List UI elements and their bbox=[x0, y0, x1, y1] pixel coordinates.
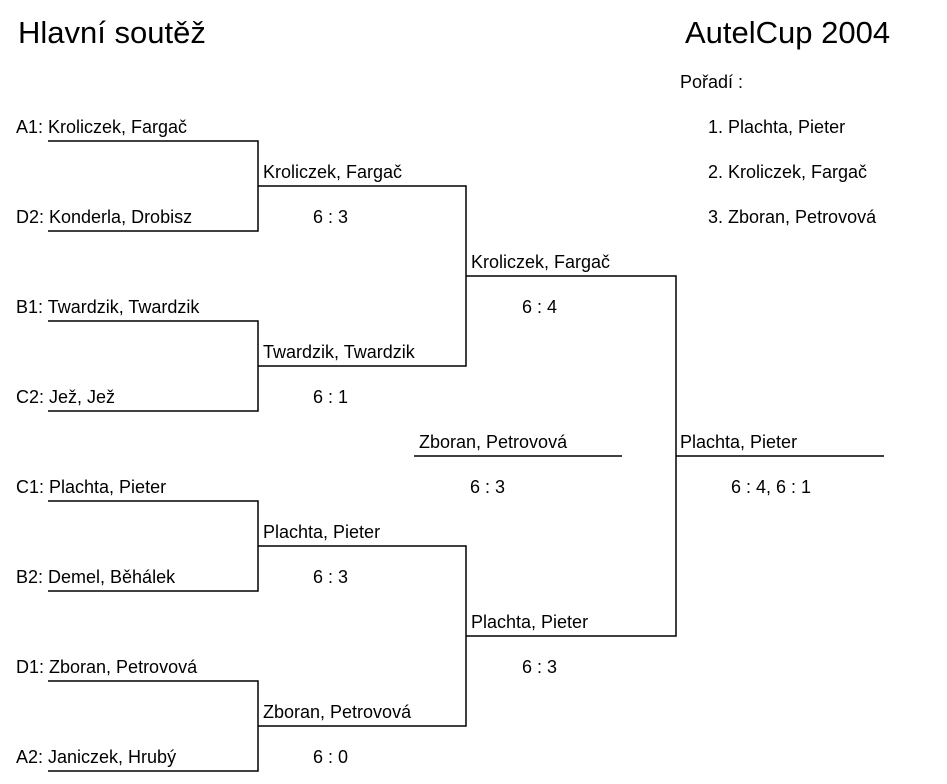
third-place-winner: Zboran, Petrovová bbox=[419, 432, 568, 452]
sf-score: 6 : 4 bbox=[522, 297, 558, 317]
entry-r1: B2: Demel, Běhálek bbox=[16, 567, 176, 587]
entry-r1: D2: Konderla, Drobisz bbox=[16, 207, 193, 227]
qf-winner: Plachta, Pieter bbox=[263, 522, 381, 542]
third-place-score: 6 : 3 bbox=[470, 477, 506, 497]
entry-r1: D1: Zboran, Petrovová bbox=[16, 657, 198, 677]
qf-score: 6 : 3 bbox=[313, 567, 349, 587]
final-winner: Plachta, Pieter bbox=[680, 432, 798, 452]
qf-winner: Twardzik, Twardzik bbox=[263, 342, 415, 362]
sf-winner: Kroliczek, Fargač bbox=[471, 252, 611, 272]
ranking-item: 1. Plachta, Pieter bbox=[708, 117, 846, 137]
qf-score: 6 : 0 bbox=[313, 747, 349, 767]
final-score: 6 : 4, 6 : 1 bbox=[731, 477, 812, 497]
event-title: AutelCup 2004 bbox=[685, 15, 891, 50]
entry-r1: C1: Plachta, Pieter bbox=[16, 477, 167, 497]
sf-winner: Plachta, Pieter bbox=[471, 612, 589, 632]
bracket-line-qf-1 bbox=[258, 185, 467, 367]
ranking-label: Pořadí : bbox=[680, 72, 744, 92]
entry-r1: A1: Kroliczek, Fargač bbox=[16, 117, 188, 137]
bracket-line-qf-2 bbox=[258, 545, 467, 727]
ranking-item: 2. Kroliczek, Fargač bbox=[708, 162, 868, 182]
ranking-item: 3. Zboran, Petrovová bbox=[708, 207, 877, 227]
page-title: Hlavní soutěž bbox=[18, 15, 206, 50]
sf-score: 6 : 3 bbox=[522, 657, 558, 677]
entry-r1: C2: Jež, Jež bbox=[16, 387, 116, 407]
entry-r1: B1: Twardzik, Twardzik bbox=[16, 297, 200, 317]
qf-score: 6 : 3 bbox=[313, 207, 349, 227]
qf-winner: Kroliczek, Fargač bbox=[263, 162, 403, 182]
entry-r1: A2: Janiczek, Hrubý bbox=[16, 747, 177, 767]
qf-score: 6 : 1 bbox=[313, 387, 349, 407]
qf-winner: Zboran, Petrovová bbox=[263, 702, 412, 722]
